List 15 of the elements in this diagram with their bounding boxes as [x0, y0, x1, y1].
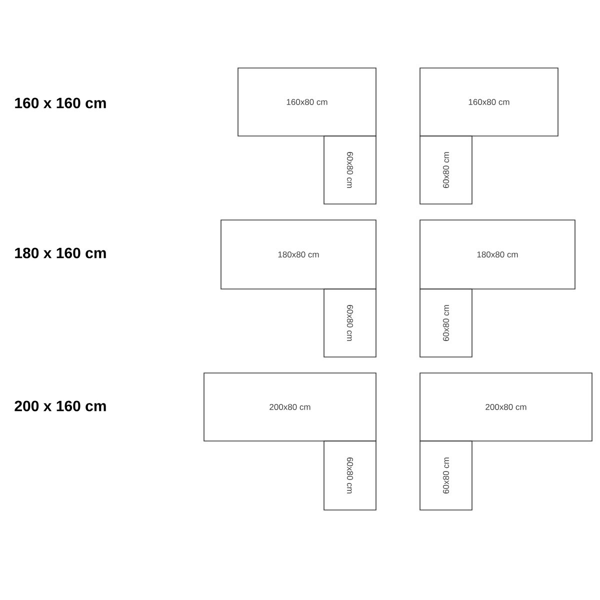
table-top: 160x80 cm — [420, 68, 558, 136]
table-top: 180x80 cm — [220, 220, 376, 290]
table-top: 60x80 cm — [420, 440, 472, 510]
table-top: 60x80 cm — [324, 440, 376, 510]
table-top: 60x80 cm — [324, 136, 376, 204]
table-top: 60x80 cm — [420, 288, 472, 358]
table-top: 160x80 cm — [238, 68, 376, 136]
table-top: 60x80 cm — [420, 136, 472, 204]
size-label: 160 x 160 cm — [15, 98, 106, 108]
table-top: 60x80 cm — [324, 288, 376, 358]
table-top: 200x80 cm — [204, 372, 376, 442]
table-top: 180x80 cm — [420, 220, 576, 290]
size-label: 200 x 160 cm — [14, 400, 106, 412]
size-label: 180 x 160 cm — [15, 248, 106, 258]
table-top: 200x80 cm — [420, 372, 592, 442]
